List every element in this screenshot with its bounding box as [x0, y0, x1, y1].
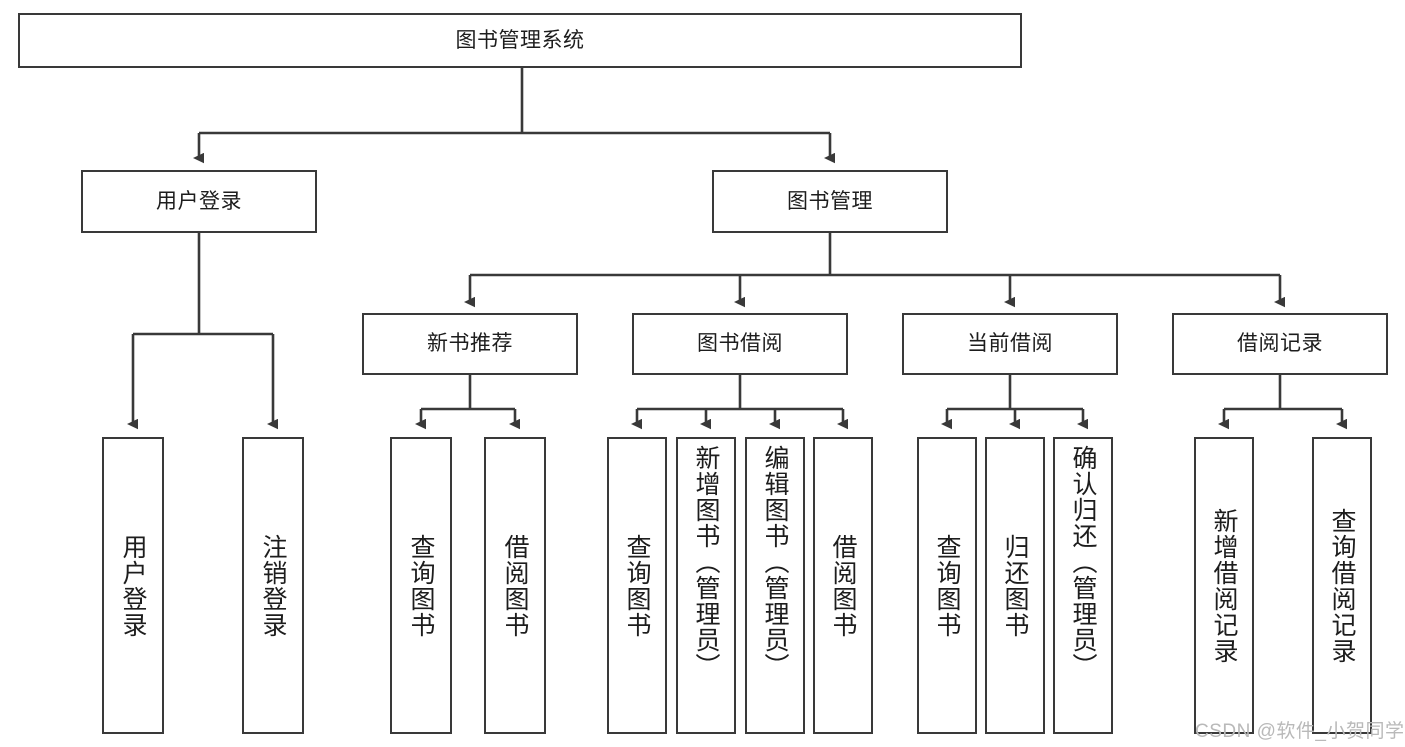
node-leaf-logout-login-label: 注销登录: [259, 533, 287, 638]
node-leaf-edit-book-admin[interactable]: 编辑图书（管理员）: [745, 437, 805, 734]
watermark-text: CSDN @软件_小贺同学: [1195, 721, 1405, 742]
node-leaf-borrow-book-2[interactable]: 借阅图书: [813, 437, 873, 734]
node-leaf-user-login[interactable]: 用户登录: [102, 437, 164, 734]
node-leaf-query-borrow-record-label: 查询借阅记录: [1328, 507, 1356, 664]
node-leaf-add-book-admin[interactable]: 新增图书（管理员）: [676, 437, 736, 734]
node-leaf-add-book-admin-label: 新增图书（管理员）: [692, 445, 720, 679]
node-book-borrow-label: 图书借阅: [697, 332, 783, 356]
node-book-borrow[interactable]: 图书借阅: [632, 313, 848, 375]
node-book-management-label: 图书管理: [787, 189, 873, 213]
node-leaf-query-book-2-label: 查询图书: [623, 533, 651, 638]
node-leaf-borrow-book-1[interactable]: 借阅图书: [484, 437, 546, 734]
node-leaf-add-borrow-record-label: 新增借阅记录: [1210, 507, 1238, 664]
node-root-label: 图书管理系统: [455, 28, 585, 52]
node-new-book-recommend[interactable]: 新书推荐: [362, 313, 578, 375]
node-borrow-record-label: 借阅记录: [1237, 332, 1323, 356]
node-leaf-query-book-3[interactable]: 查询图书: [917, 437, 977, 734]
node-current-borrow-label: 当前借阅: [967, 332, 1053, 356]
node-leaf-add-borrow-record[interactable]: 新增借阅记录: [1194, 437, 1254, 734]
node-book-management[interactable]: 图书管理: [712, 170, 948, 233]
node-leaf-query-book-1[interactable]: 查询图书: [390, 437, 452, 734]
node-leaf-borrow-book-2-label: 借阅图书: [829, 533, 857, 638]
node-leaf-query-book-1-label: 查询图书: [407, 533, 435, 638]
node-current-borrow[interactable]: 当前借阅: [902, 313, 1118, 375]
node-root[interactable]: 图书管理系统: [18, 13, 1022, 68]
node-borrow-record[interactable]: 借阅记录: [1172, 313, 1388, 375]
node-leaf-confirm-return-label: 确认归还（管理员）: [1069, 445, 1097, 679]
node-leaf-query-book-2[interactable]: 查询图书: [607, 437, 667, 734]
node-user-login[interactable]: 用户登录: [81, 170, 317, 233]
node-leaf-return-book-label: 归还图书: [1001, 533, 1029, 638]
node-user-login-label: 用户登录: [156, 189, 242, 213]
node-leaf-return-book[interactable]: 归还图书: [985, 437, 1045, 734]
node-new-book-recommend-label: 新书推荐: [427, 332, 513, 356]
node-leaf-query-borrow-record[interactable]: 查询借阅记录: [1312, 437, 1372, 734]
node-leaf-confirm-return[interactable]: 确认归还（管理员）: [1053, 437, 1113, 734]
node-leaf-logout-login[interactable]: 注销登录: [242, 437, 304, 734]
node-leaf-user-login-label: 用户登录: [119, 533, 147, 638]
node-leaf-edit-book-admin-label: 编辑图书（管理员）: [761, 445, 789, 679]
node-leaf-query-book-3-label: 查询图书: [933, 533, 961, 638]
node-leaf-borrow-book-1-label: 借阅图书: [501, 533, 529, 638]
